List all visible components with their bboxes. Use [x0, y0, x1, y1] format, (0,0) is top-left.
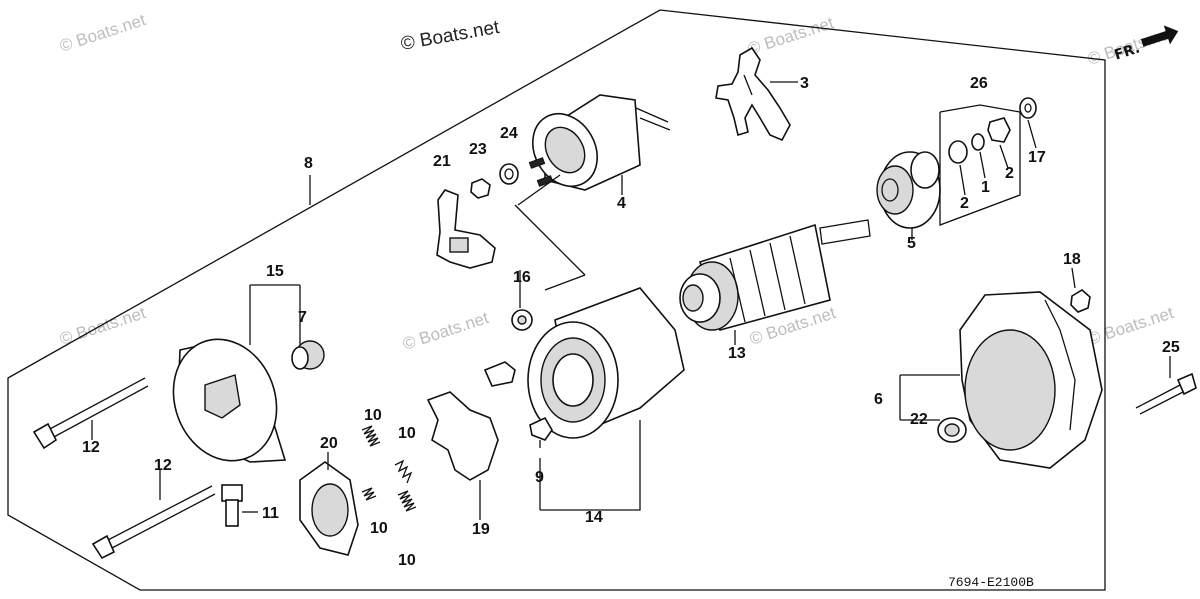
- through-bolt-12b: [91, 485, 216, 560]
- callout-4: 4: [617, 195, 626, 212]
- callout-7: 7: [298, 309, 307, 326]
- assembly-boundary: [7, 9, 1106, 591]
- watermark-faint-top-left: © Boats.net: [57, 10, 148, 56]
- overrunning-clutch: [876, 151, 941, 229]
- bolt-25: [1135, 372, 1197, 415]
- callout-6: 6: [874, 391, 883, 408]
- watermark-faint-center: © Boats.net: [400, 308, 491, 354]
- callout-10d: 10: [398, 552, 416, 569]
- yoke-assembly: [527, 287, 685, 439]
- circlip-1: [971, 133, 985, 151]
- callout-25: 25: [1162, 339, 1180, 356]
- spring-10a: [361, 425, 381, 447]
- washer-17: [1019, 97, 1037, 119]
- spring-10d: [397, 490, 417, 512]
- callout-24: 24: [500, 125, 518, 142]
- stop-ring-2b: [987, 117, 1011, 143]
- armature: [679, 219, 871, 331]
- callout-5: 5: [907, 235, 916, 252]
- callout-10c: 10: [370, 520, 388, 537]
- callout-19: 19: [472, 521, 490, 538]
- callout-14: 14: [585, 509, 603, 526]
- callout-20: 20: [320, 435, 338, 452]
- brush-holder-clip: [483, 361, 516, 387]
- shift-lever: [715, 46, 791, 142]
- drawing-code: 7694-E2100B: [948, 575, 1034, 590]
- watermark-top: © Boats.net: [399, 17, 501, 55]
- front-direction-marker: FR.: [1112, 25, 1179, 64]
- terminal-cover: [436, 189, 496, 269]
- callout-17: 17: [1028, 149, 1046, 166]
- callout-22: 22: [910, 411, 928, 428]
- callout-1: 1: [981, 179, 990, 196]
- stop-ring-2a: [948, 140, 968, 164]
- watermark-faint-top-center: © Boats.net: [745, 13, 836, 59]
- callout-11: 11: [262, 505, 279, 522]
- callout-12a: 12: [82, 439, 100, 456]
- brush-holder-19: [426, 391, 499, 481]
- callout-10b: 10: [398, 425, 416, 442]
- callout-15: 15: [266, 263, 284, 280]
- bearing-22: [937, 417, 967, 443]
- through-bolt-12a: [32, 377, 149, 450]
- bolt-11: [221, 484, 243, 527]
- front-housing: [959, 291, 1103, 469]
- callout-8: 8: [304, 155, 313, 172]
- nut-23: [470, 178, 491, 199]
- brush-9: [529, 416, 553, 441]
- callout-12b: 12: [154, 457, 172, 474]
- washer-24: [499, 163, 519, 185]
- bushing-7: [291, 340, 325, 370]
- spring-10b: [394, 459, 413, 484]
- callout-10a: 10: [364, 407, 382, 424]
- callout-13: 13: [728, 345, 746, 362]
- callout-23: 23: [469, 141, 487, 158]
- rear-end-cover: [172, 338, 287, 463]
- callout-3: 3: [800, 75, 809, 92]
- spring-10c: [361, 487, 377, 501]
- callout-18: 18: [1063, 251, 1081, 268]
- grommet-16: [511, 309, 533, 331]
- callout-16: 16: [513, 269, 531, 286]
- callout-2b: 2: [1005, 165, 1014, 182]
- callout-26: 26: [970, 75, 988, 92]
- brush-holder-plate: [299, 461, 359, 556]
- callout-2a: 2: [960, 195, 969, 212]
- leader-lines: [91, 81, 1171, 520]
- callout-9: 9: [535, 469, 544, 486]
- callout-21: 21: [433, 153, 451, 170]
- svg-text:FR.: FR.: [1112, 40, 1142, 63]
- nut-18: [1070, 289, 1091, 313]
- solenoid: [528, 94, 671, 191]
